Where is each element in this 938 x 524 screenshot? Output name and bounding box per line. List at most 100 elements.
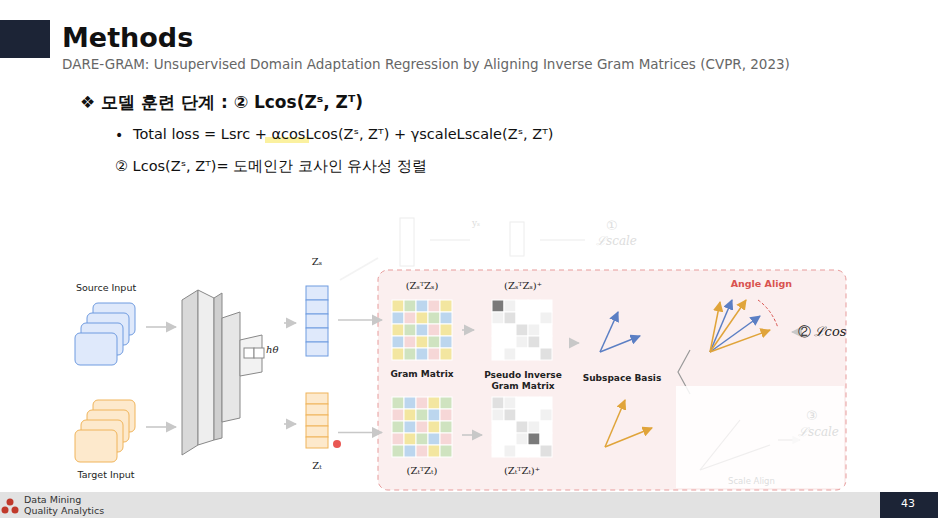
matrix-cell <box>528 336 540 348</box>
matrix-cell <box>492 336 504 348</box>
matrix-cell <box>516 421 528 433</box>
matrix-cell <box>540 397 552 409</box>
matrix-cell <box>392 348 404 360</box>
matrix-cell <box>440 409 452 421</box>
matrix-cell <box>428 300 440 312</box>
matrix-cell <box>428 312 440 324</box>
matrix-cell <box>428 409 440 421</box>
node-label: hθ <box>266 344 278 356</box>
faded-label: ℒscale <box>798 425 839 439</box>
matrix-cell <box>404 312 416 324</box>
page-number-block <box>880 492 938 518</box>
node-label: Source Input <box>76 282 136 293</box>
matrix-cell <box>428 324 440 336</box>
matrix-cell <box>528 324 540 336</box>
gram-matrix: (ZₜᵀZₜ) <box>384 393 460 477</box>
matrix-cell <box>440 433 452 445</box>
matrix-cell <box>516 312 528 324</box>
matrix-cell <box>540 409 552 421</box>
flow-arrow <box>572 342 579 344</box>
matrix-cell <box>492 409 504 421</box>
matrix-cell <box>416 336 428 348</box>
matrix-cell <box>528 421 540 433</box>
angle-align-vectors <box>710 300 778 352</box>
node-label: Zₛ <box>312 256 322 268</box>
slide-title: Methods <box>62 22 193 54</box>
node-label: (ZₛᵀZₛ)⁺ <box>504 280 542 292</box>
matrix-cell <box>404 300 416 312</box>
matrix-cell <box>516 336 528 348</box>
node-label: Target Input <box>77 469 134 480</box>
faded-scale-vectors <box>700 420 800 470</box>
matrix-cell <box>516 397 528 409</box>
node-label: Subspace Basis <box>583 373 662 384</box>
matrix-cell <box>416 312 428 324</box>
pseudo-inverse-matrix: (ZₜᵀZₜ)⁺ <box>484 393 560 477</box>
feature-column: Zₛ <box>298 256 336 360</box>
matrix-cell <box>416 397 428 409</box>
loss-term: ②ℒcos <box>794 318 850 346</box>
gram-matrix: (ZₛᵀZₛ)Gram Matrix <box>384 280 460 380</box>
matrix-cell <box>492 421 504 433</box>
flow-arrow <box>338 432 382 434</box>
source-input-stack <box>75 303 135 365</box>
matrix-cell <box>528 397 540 409</box>
matrix-cell <box>392 300 404 312</box>
matrix-cell <box>492 348 504 360</box>
faded-label: yₛ <box>472 218 480 229</box>
page-number: 43 <box>901 497 915 510</box>
flow-arrow <box>146 426 176 428</box>
feature-cell <box>306 342 328 356</box>
matrix-cell <box>392 421 404 433</box>
equation: Total loss = Lsrc + αcosLcos(Zˢ, Zᵀ) + γ… <box>133 126 553 143</box>
faded-label: Scale Align <box>728 476 775 486</box>
matrix-cell <box>440 312 452 324</box>
flow-arrow <box>792 331 794 333</box>
feature-columns <box>306 286 328 448</box>
faded-callout: ③ <box>806 408 818 424</box>
flow-arrow <box>284 322 296 324</box>
matrix-cell <box>428 348 440 360</box>
target-input-stack <box>75 400 135 462</box>
pseudo-inverse-matrix: (ZₛᵀZₛ)⁺ Pseudo Inverse Gram Matrix <box>476 280 570 392</box>
feature-cell <box>306 393 328 404</box>
matrix-cell <box>516 324 528 336</box>
section-heading: ❖ 모델 훈련 단계 : ② Lcos(Zˢ, Zᵀ) <box>80 92 363 112</box>
node-label: Pseudo Inverse Gram Matrix <box>476 370 570 392</box>
flow-arrow <box>146 326 176 328</box>
matrix-cell <box>516 433 528 445</box>
matrix-cell <box>504 421 516 433</box>
matrix-cell <box>416 445 428 457</box>
matrix-cell <box>540 312 552 324</box>
matrix-cell <box>516 445 528 457</box>
matrix-cell <box>428 421 440 433</box>
encoder-box: hθ <box>178 286 282 458</box>
matrix-cell <box>392 312 404 324</box>
flow-arrow <box>462 329 474 331</box>
matrix-cell <box>528 348 540 360</box>
feature-cell <box>306 437 328 448</box>
node-label: (ZₛᵀZₛ) <box>406 280 439 292</box>
matrix-cell <box>504 336 516 348</box>
alignment-region <box>378 270 846 490</box>
matrix-cell <box>504 433 516 445</box>
feature-cell <box>306 415 328 426</box>
matrix-cell <box>404 324 416 336</box>
matrix-cell <box>540 348 552 360</box>
matrix-cell <box>440 336 452 348</box>
matrix-cell <box>416 421 428 433</box>
faded-callout: ① <box>606 218 618 234</box>
matrix-cell <box>440 397 452 409</box>
matrix-cell <box>404 445 416 457</box>
matrix-cell <box>528 312 540 324</box>
matrix-cell <box>528 433 540 445</box>
matrix-cell <box>504 348 516 360</box>
feature-cell <box>306 328 328 342</box>
matrix-cell <box>492 397 504 409</box>
encoder <box>182 290 264 455</box>
matrix-cell <box>540 336 552 348</box>
matrix-cell <box>540 324 552 336</box>
flow-arrow <box>462 434 482 436</box>
